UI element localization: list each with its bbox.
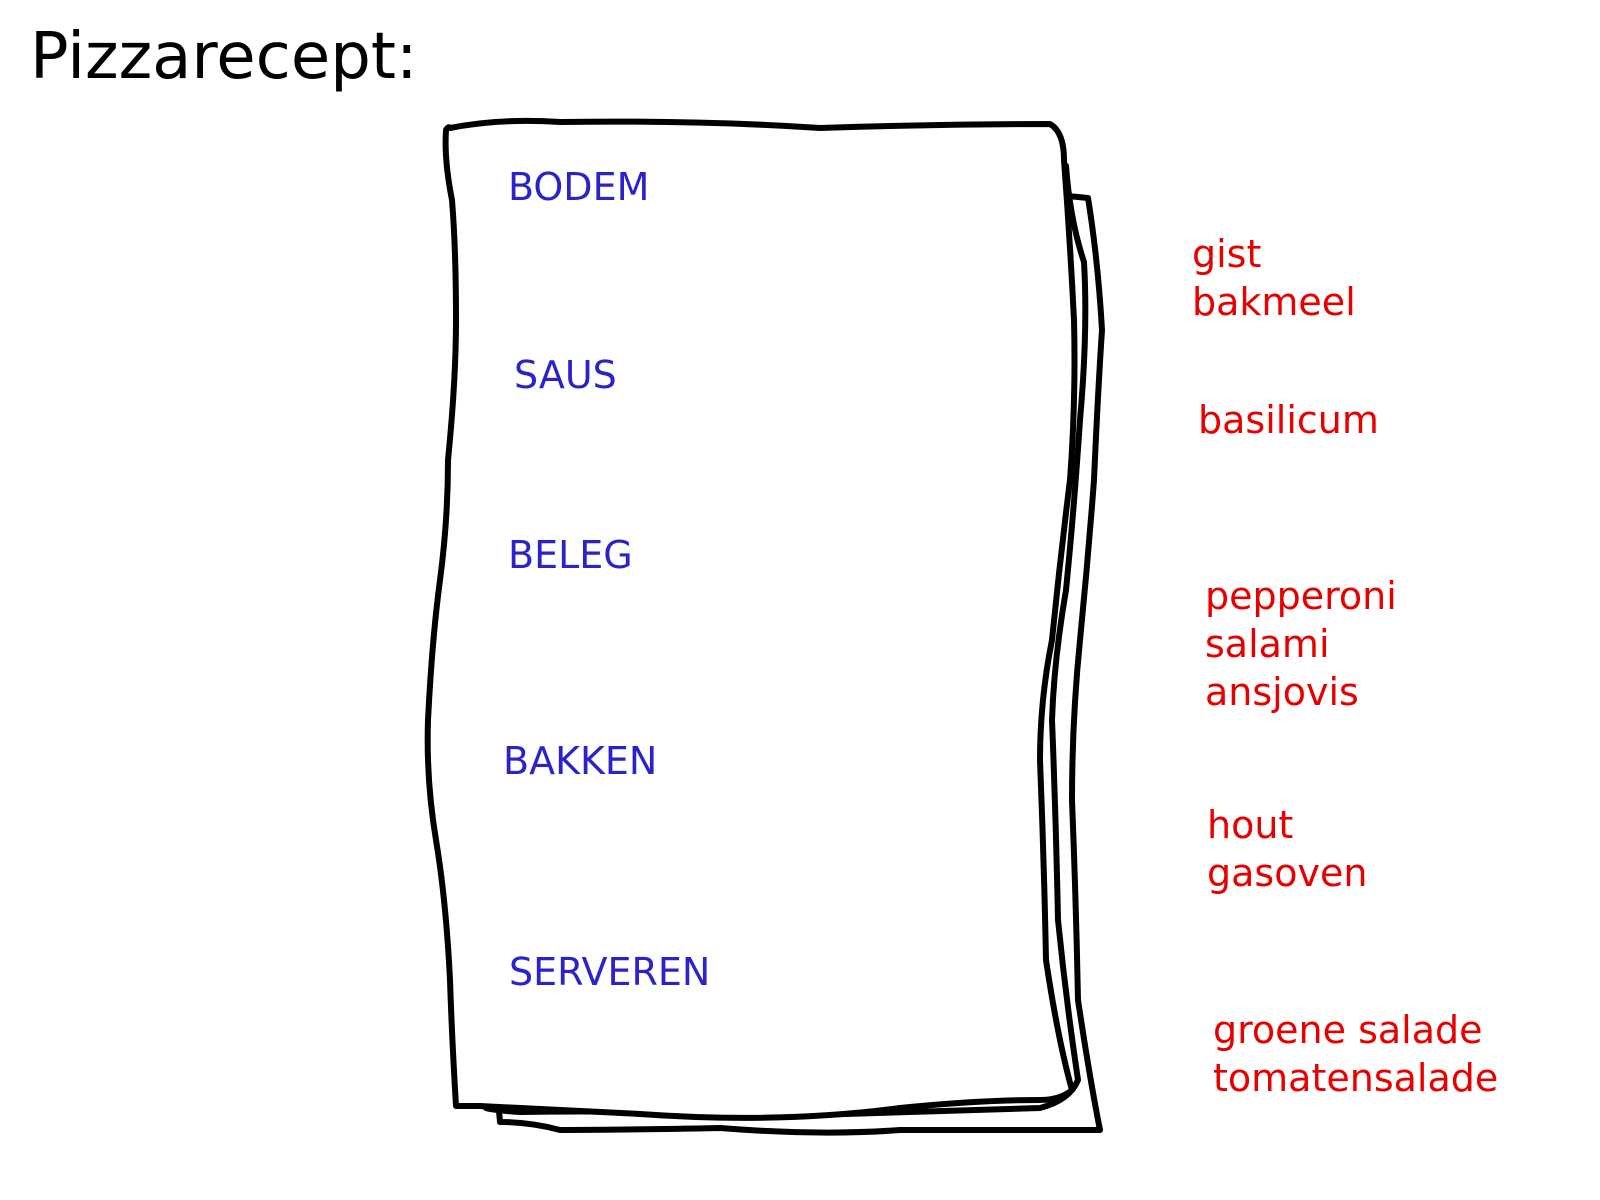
note-item: hout bbox=[1207, 803, 1294, 847]
note-item: pepperoni bbox=[1205, 574, 1397, 618]
note-item: tomatensalade bbox=[1213, 1056, 1499, 1100]
page-title: Pizzarecept: bbox=[30, 20, 418, 94]
section-label-bakken: BAKKEN bbox=[503, 739, 658, 783]
note-item: salami bbox=[1205, 622, 1330, 666]
paper-sheet-front bbox=[424, 117, 1078, 1121]
section-label-saus: SAUS bbox=[514, 353, 617, 397]
note-group-bodem: gist bakmeel bbox=[1192, 230, 1356, 326]
note-group-serveren: groene salade tomatensalade bbox=[1213, 1006, 1498, 1102]
paper-sheet-back bbox=[495, 193, 1105, 1136]
note-item: ansjovis bbox=[1205, 670, 1359, 714]
note-item: bakmeel bbox=[1192, 280, 1356, 324]
section-label-serveren: SERVEREN bbox=[509, 950, 711, 994]
section-label-beleg: BELEG bbox=[508, 533, 633, 577]
note-item: basilicum bbox=[1198, 398, 1379, 442]
note-group-beleg: pepperoni salami ansjovis bbox=[1205, 572, 1397, 716]
note-item: gist bbox=[1192, 232, 1262, 276]
note-group-bakken: hout gasoven bbox=[1207, 801, 1367, 897]
note-item: groene salade bbox=[1213, 1008, 1483, 1052]
section-label-bodem: BODEM bbox=[508, 165, 650, 209]
note-item: gasoven bbox=[1207, 851, 1368, 895]
note-group-saus: basilicum bbox=[1198, 396, 1379, 444]
